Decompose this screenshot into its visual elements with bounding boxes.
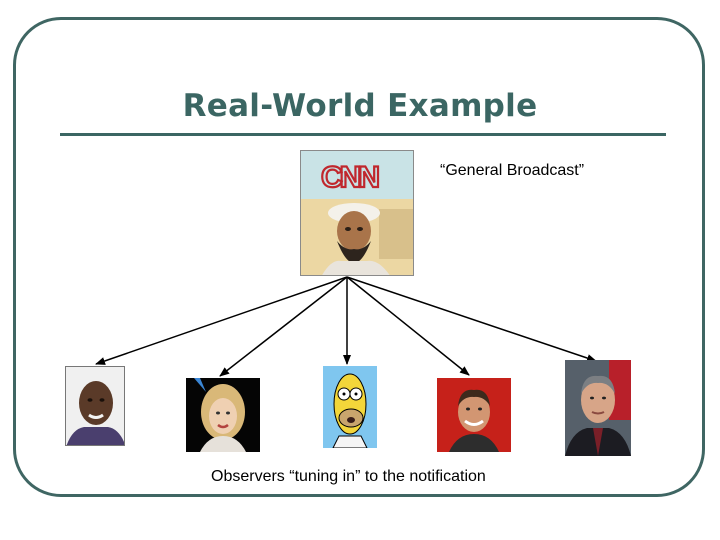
- arrow-to-observer-2: [219, 276, 348, 377]
- source-person-photo: [301, 199, 413, 275]
- observer-photo-4: [437, 378, 511, 452]
- slide-title: Real-World Example: [182, 88, 538, 124]
- broadcast-source-image: CNN: [300, 150, 414, 276]
- arrow-to-observer-1: [95, 276, 348, 365]
- arrow-to-observer-4: [346, 276, 470, 376]
- observer-photo-1: [65, 366, 125, 446]
- title-divider: [60, 133, 666, 136]
- broadcast-label: “General Broadcast”: [440, 162, 585, 179]
- cnn-logo: CNN: [301, 151, 413, 199]
- observer-photo-3: [323, 366, 377, 448]
- arrow-to-observer-5: [346, 276, 597, 362]
- observers-label: Observers “tuning in” to the notificatio…: [211, 468, 486, 485]
- observer-photo-2: [186, 378, 260, 452]
- observer-photo-5: [565, 360, 631, 456]
- slide-frame: [13, 17, 705, 497]
- cnn-logo-text: CNN: [321, 161, 378, 194]
